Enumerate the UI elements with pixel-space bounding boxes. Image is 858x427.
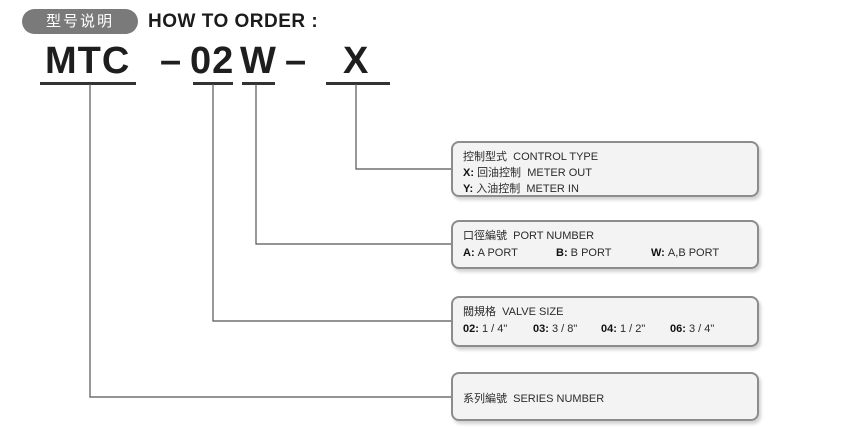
- code-series: MTC: [45, 40, 131, 82]
- connector-size: [212, 84, 451, 322]
- valve-size-title: 閥規格 VALVE SIZE: [463, 305, 564, 318]
- section-badge: 型号说明: [22, 9, 138, 34]
- connector-port: [255, 84, 451, 245]
- series-number-title: 系列編號 SERIES NUMBER: [463, 392, 605, 405]
- port-option-w: W: A,B PORT: [651, 247, 720, 259]
- size-option-04: 04: 1 / 2": [601, 323, 646, 335]
- size-options: 02: 1 / 4" 03: 3 / 8" 04: 1 / 2" 06: 3 / 4": [463, 322, 747, 337]
- underline-control: [326, 82, 390, 85]
- size-option-03: 03: 3 / 8": [533, 323, 578, 335]
- control-option-x: X: 回油控制 METER OUT: [463, 166, 592, 179]
- how-to-order-title: HOW TO ORDER :: [148, 11, 319, 32]
- control-type-title: 控制型式 CONTROL TYPE: [463, 150, 599, 163]
- underline-port: [242, 82, 275, 85]
- port-option-b: B: B PORT: [556, 247, 612, 259]
- code-size: 02: [190, 40, 235, 82]
- size-option-06: 06: 3 / 4": [670, 323, 715, 335]
- connector-control: [355, 84, 451, 170]
- code-port: W: [240, 40, 277, 82]
- code-control: X: [343, 40, 370, 82]
- box-valve-size: 閥規格 VALVE SIZE 02: 1 / 4" 03: 3 / 8" 04: 1…: [451, 296, 759, 347]
- box-port-number: 口徑編號 PORT NUMBER A: A PORT B: B PORT W: A,…: [451, 220, 759, 269]
- port-number-title: 口徑編號 PORT NUMBER: [463, 229, 595, 242]
- port-option-a: A: A PORT: [463, 247, 518, 259]
- size-option-02: 02: 1 / 4": [463, 323, 508, 335]
- control-option-y: Y: 入油控制 METER IN: [463, 182, 579, 195]
- box-control-type: 控制型式 CONTROL TYPE X: 回油控制 METER OUT Y: 入…: [451, 141, 759, 197]
- code-dash-1: –: [160, 40, 183, 82]
- underline-series: [40, 82, 136, 85]
- connector-series: [89, 84, 451, 398]
- box-series-number: 系列編號 SERIES NUMBER: [451, 372, 759, 421]
- port-options: A: A PORT B: B PORT W: A,B PORT: [463, 246, 747, 261]
- code-dash-2: –: [285, 40, 308, 82]
- underline-size: [193, 82, 233, 85]
